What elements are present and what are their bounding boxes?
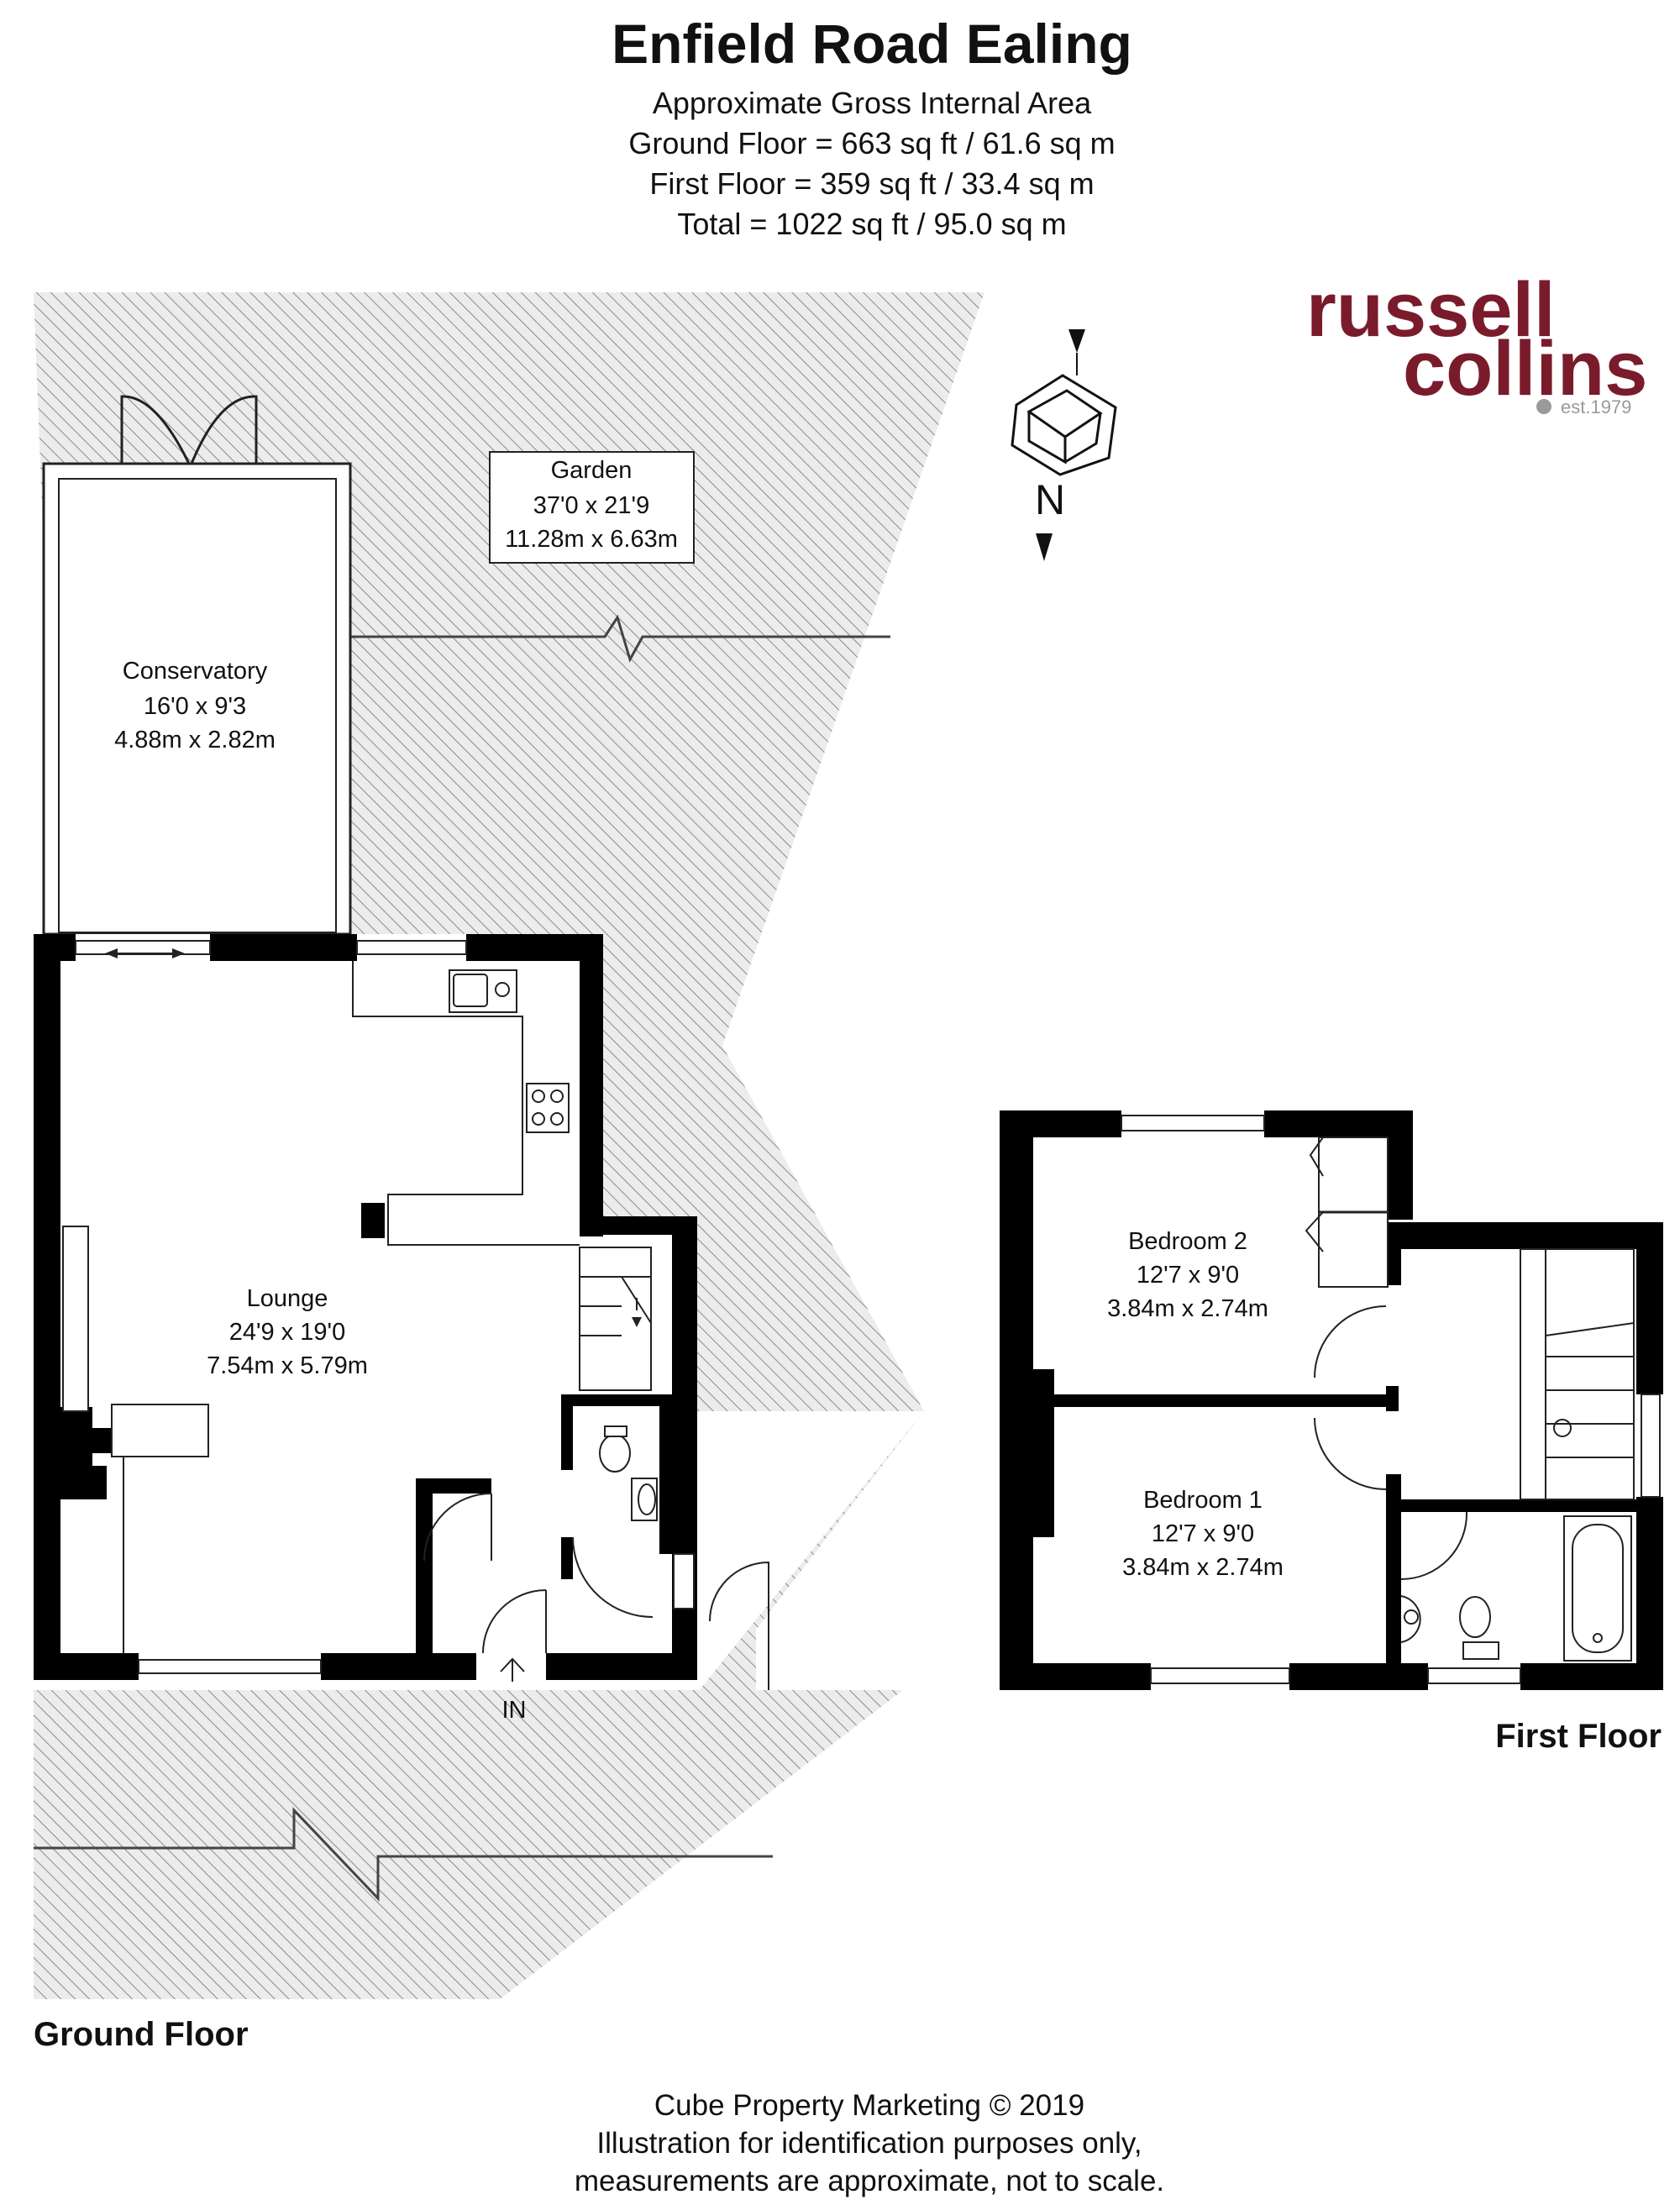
conservatory-name: Conservatory	[123, 658, 268, 685]
compass-north-label: N	[1035, 476, 1065, 523]
toilet-icon	[599, 1425, 631, 1473]
lounge-imperial: 24'9 x 19'0	[229, 1319, 345, 1346]
page-title: Enfield Road Ealing	[612, 13, 1132, 75]
first-floor-label: First Floor	[1495, 1718, 1662, 1755]
sink-icon	[449, 969, 517, 1013]
lounge-metric: 7.54m x 5.79m	[207, 1352, 368, 1379]
brand-logo: russell collins est.1979	[1306, 267, 1647, 417]
footer-disclaimer-2: measurements are approximate, not to sca…	[575, 2165, 1164, 2197]
front-yard-area	[34, 1411, 924, 1999]
brand-line-2: collins	[1403, 326, 1647, 412]
ground-floor-label: Ground Floor	[34, 2016, 249, 2053]
entrance-label: IN	[502, 1697, 527, 1724]
bedroom1-metric: 3.84m x 2.74m	[1122, 1554, 1284, 1581]
ground-floor-area: Ground Floor = 663 sq ft / 61.6 sq m	[628, 126, 1115, 160]
first-floor-stairs-icon	[1520, 1248, 1635, 1500]
brand-line-1: russell	[1306, 267, 1556, 353]
compass-icon: N	[1011, 329, 1117, 561]
garden-imperial: 37'0 x 21'9	[533, 492, 649, 519]
bedroom2-name: Bedroom 2	[1128, 1228, 1247, 1255]
total-area: Total = 1022 sq ft / 95.0 sq m	[677, 207, 1066, 241]
basin-icon	[631, 1478, 658, 1521]
conservatory-room	[42, 395, 352, 936]
brand-dot-icon	[1536, 399, 1551, 414]
bedroom1-name: Bedroom 1	[1143, 1487, 1263, 1514]
brand-est: est.1979	[1561, 396, 1631, 417]
garden-boundary	[344, 614, 890, 663]
garden-name: Garden	[551, 457, 633, 484]
garden-metric: 11.28m x 6.63m	[505, 526, 678, 553]
bath-icon	[1563, 1515, 1632, 1662]
bedroom2-metric: 3.84m x 2.74m	[1107, 1295, 1268, 1322]
footer-disclaimer-1: Illustration for identification purposes…	[596, 2127, 1142, 2160]
first-floor-toilet-icon	[1459, 1596, 1499, 1660]
hob-icon	[526, 1083, 570, 1133]
first-floor-basin-icon	[1400, 1595, 1421, 1643]
bedroom1-imperial: 12'7 x 9'0	[1152, 1520, 1254, 1547]
bedroom2-imperial: 12'7 x 9'0	[1137, 1262, 1239, 1289]
first-floor-area: First Floor = 359 sq ft / 33.4 sq m	[649, 166, 1094, 201]
stairs-icon	[579, 1247, 652, 1391]
footer-copyright: Cube Property Marketing © 2019	[654, 2089, 1084, 2122]
conservatory-metric: 4.88m x 2.82m	[114, 727, 276, 753]
garden-label-box	[489, 451, 695, 564]
ground-floor-house	[34, 934, 769, 1690]
first-floor-house	[1000, 1110, 1663, 1690]
lounge-name: Lounge	[247, 1285, 328, 1312]
area-heading: Approximate Gross Internal Area	[653, 86, 1092, 120]
conservatory-imperial: 16'0 x 9'3	[144, 693, 246, 720]
